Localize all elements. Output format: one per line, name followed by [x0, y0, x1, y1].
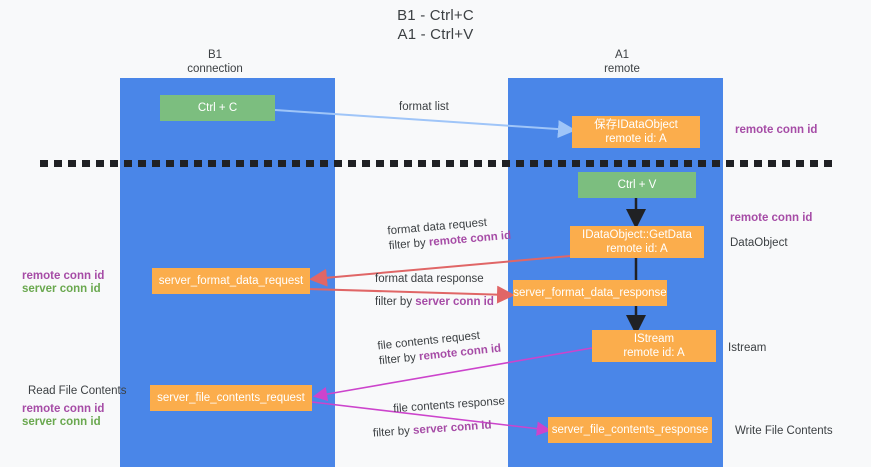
edge-label-format-list-line1: format list [399, 101, 449, 113]
annotation-right-dataobject: DataObject [730, 237, 788, 249]
node-ctrl-c[interactable]: Ctrl + C [160, 95, 275, 121]
edge-label-format-data-response: format data response filter by server co… [375, 272, 494, 310]
edge-label-format-data-response-prefix: filter by [375, 296, 416, 308]
node-server-file-contents-request-label: server_file_contents_request [157, 392, 305, 404]
node-idataobject-getdata-label: IDataObject::GetData [582, 229, 692, 241]
edge-label-file-contents-response-line2: filter by server conn id [372, 417, 507, 441]
annotation-left-server-conn-id: server conn id [22, 283, 101, 295]
node-ctrl-v[interactable]: Ctrl + V [578, 172, 696, 198]
node-server-format-data-response-label: server_format_data_response [513, 287, 667, 299]
edge-label-file-contents-request: file contents request filter by remote c… [377, 327, 502, 370]
column-header-b1-name: B1 [207, 49, 223, 61]
node-istream-sub: remote id: A [623, 347, 685, 359]
edge-label-file-contents-response-accent: server conn id [412, 419, 492, 437]
title-line-2: A1 - Ctrl+V [397, 26, 474, 43]
edge-label-file-contents-response: file contents response filter by server … [371, 394, 507, 441]
annotation-right-write-file-contents: Write File Contents [735, 425, 833, 437]
node-server-file-contents-response[interactable]: server_file_contents_response [548, 417, 712, 443]
annotation-left-read-file-contents: Read File Contents [28, 385, 127, 397]
node-istream[interactable]: IStream remote id: A [592, 330, 716, 362]
edge-label-format-data-response-line2: filter by server conn id [375, 295, 494, 310]
node-idataobject-getdata-sub: remote id: A [606, 243, 668, 255]
edge-label-format-data-response-line1: format data response [375, 273, 484, 285]
column-header-b1: B1 connection [145, 48, 285, 76]
node-save-idataobject-sub: remote id: A [605, 133, 667, 145]
annotation-left-remote-conn-id-2: remote conn id [22, 403, 105, 415]
edge-label-format-list: format list [399, 100, 449, 115]
node-ctrl-c-label: Ctrl + C [197, 102, 238, 114]
node-save-idataobject[interactable]: 保存IDataObject remote id: A [572, 116, 700, 148]
edge-label-format-data-request: format data request filter by remote con… [387, 214, 512, 255]
node-server-format-data-request[interactable]: server_format_data_request [152, 268, 310, 294]
column-header-a1-name: A1 [614, 49, 630, 61]
column-header-a1: A1 remote [552, 48, 692, 76]
annotation-right-istream: Istream [728, 342, 767, 354]
node-istream-label: IStream [633, 333, 675, 345]
node-idataobject-getdata[interactable]: IDataObject::GetData remote id: A [570, 226, 704, 258]
edge-label-file-contents-response-line1: file contents response [392, 395, 506, 416]
edge-label-file-contents-response-prefix: filter by [372, 424, 414, 440]
annotation-right-remote-conn-mid: remote conn id [730, 212, 813, 224]
column-header-a1-sub: remote [604, 63, 640, 75]
edge-label-format-data-response-accent: server conn id [415, 296, 494, 308]
phase-divider [40, 160, 833, 167]
edge-label-file-contents-request-prefix: filter by [378, 351, 420, 368]
diagram-title: B1 - Ctrl+C A1 - Ctrl+V [0, 6, 871, 44]
node-server-file-contents-request[interactable]: server_file_contents_request [150, 385, 312, 411]
node-server-format-data-response[interactable]: server_format_data_response [513, 280, 667, 306]
title-line-1: B1 - Ctrl+C [397, 7, 474, 24]
edge-label-format-data-request-prefix: filter by [388, 236, 430, 253]
annotation-left-server-conn-id-2: server conn id [22, 416, 101, 428]
annotation-right-remote-conn-top: remote conn id [735, 124, 818, 136]
node-save-idataobject-label: 保存IDataObject [594, 119, 678, 131]
annotation-left-remote-conn-id: remote conn id [22, 270, 105, 282]
node-server-file-contents-response-label: server_file_contents_response [551, 424, 709, 436]
node-server-format-data-request-label: server_format_data_request [158, 275, 304, 287]
node-ctrl-v-label: Ctrl + V [617, 179, 657, 191]
column-header-b1-sub: connection [187, 63, 243, 75]
